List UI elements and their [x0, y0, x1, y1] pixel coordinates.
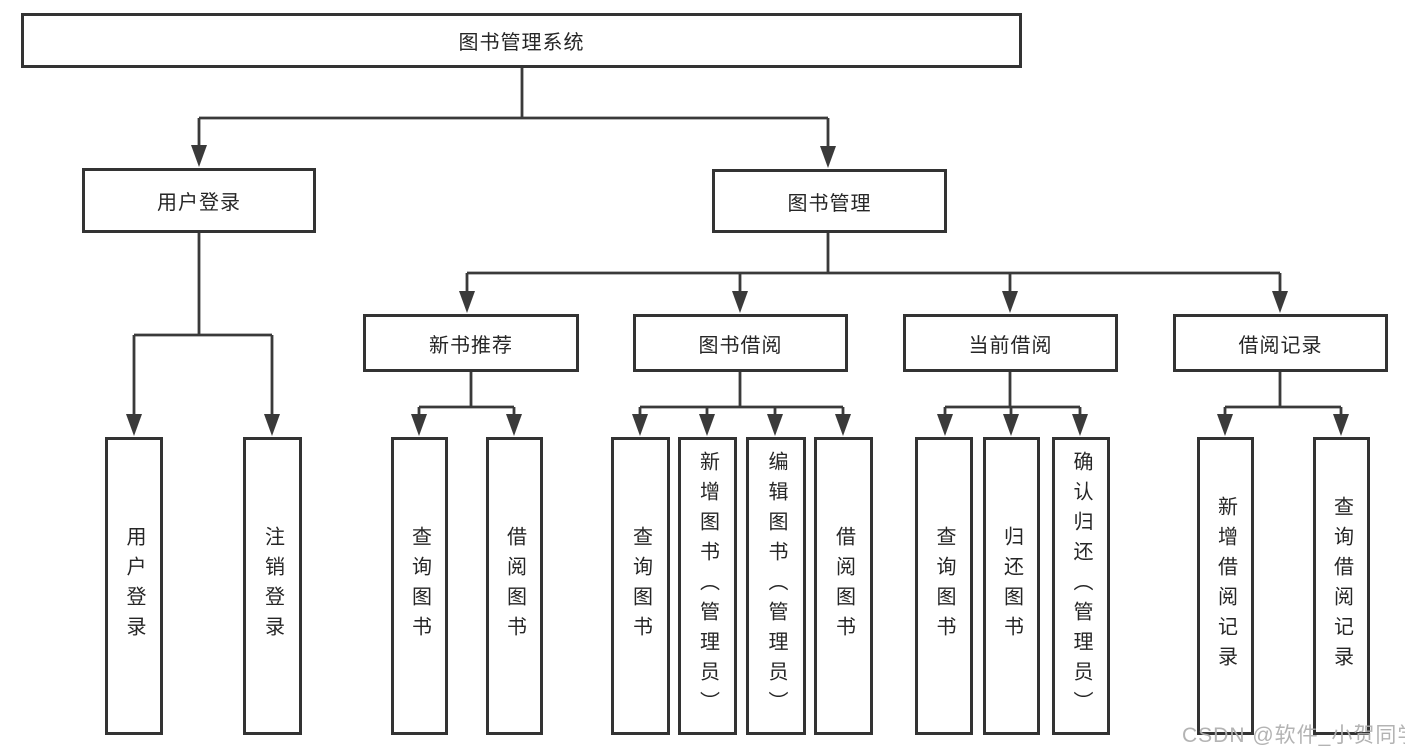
leaf-confirm-return-admin: 确认归还（管理员） — [1052, 437, 1110, 735]
leaf-add-borrow-record-label: 新增借阅记录 — [1214, 496, 1237, 676]
node-book-borrow-label: 图书借阅 — [698, 334, 783, 357]
leaf-borrow-books-recommend: 借阅图书 — [486, 437, 543, 735]
leaf-query-borrow-record-label: 查询借阅记录 — [1330, 496, 1353, 676]
node-new-book-recommend: 新书推荐 — [363, 314, 579, 372]
leaf-add-borrow-record: 新增借阅记录 — [1197, 437, 1254, 735]
leaf-query-books-borrow: 查询图书 — [611, 437, 670, 735]
node-borrow-records-label: 借阅记录 — [1238, 334, 1323, 357]
leaf-query-books-borrow-label: 查询图书 — [629, 526, 652, 646]
leaf-add-book-admin-label: 新增图书（管理员） — [696, 451, 719, 721]
node-root-system: 图书管理系统 — [21, 13, 1022, 68]
leaf-logout: 注销登录 — [243, 437, 302, 735]
arrowheads — [126, 145, 1349, 436]
node-new-book-recommend-label: 新书推荐 — [429, 334, 513, 357]
node-user-login: 用户登录 — [82, 168, 316, 233]
leaf-edit-book-admin: 编辑图书（管理员） — [746, 437, 806, 735]
leaf-borrow-books-label: 借阅图书 — [832, 526, 855, 646]
leaf-query-books-current: 查询图书 — [915, 437, 973, 735]
leaf-query-books-current-label: 查询图书 — [933, 526, 955, 646]
leaf-confirm-return-admin-label: 确认归还（管理员） — [1070, 451, 1092, 721]
leaf-return-book-label: 归还图书 — [1000, 526, 1023, 646]
leaf-add-book-admin: 新增图书（管理员） — [678, 437, 737, 735]
leaf-return-book: 归还图书 — [983, 437, 1040, 735]
leaf-borrow-books: 借阅图书 — [814, 437, 873, 735]
leaf-query-books-recommend: 查询图书 — [391, 437, 448, 735]
csdn-watermark: CSDN @软件_小贺同学 — [1182, 724, 1405, 747]
node-current-borrow-label: 当前借阅 — [968, 334, 1053, 357]
node-book-management-label: 图书管理 — [787, 192, 872, 215]
leaf-query-borrow-record: 查询借阅记录 — [1313, 437, 1370, 735]
leaf-edit-book-admin-label: 编辑图书（管理员） — [765, 451, 787, 721]
node-user-login-label: 用户登录 — [157, 192, 241, 214]
leaf-borrow-books-recommend-label: 借阅图书 — [503, 526, 526, 646]
leaf-query-books-recommend-label: 查询图书 — [408, 526, 431, 646]
node-book-management: 图书管理 — [712, 169, 947, 233]
node-book-borrow: 图书借阅 — [633, 314, 848, 372]
node-borrow-records: 借阅记录 — [1173, 314, 1388, 372]
leaf-logout-label: 注销登录 — [261, 526, 284, 646]
node-current-borrow: 当前借阅 — [903, 314, 1118, 372]
leaf-user-login: 用户登录 — [105, 437, 163, 735]
node-root-label: 图书管理系统 — [458, 32, 585, 54]
leaf-user-login-label: 用户登录 — [123, 526, 145, 646]
